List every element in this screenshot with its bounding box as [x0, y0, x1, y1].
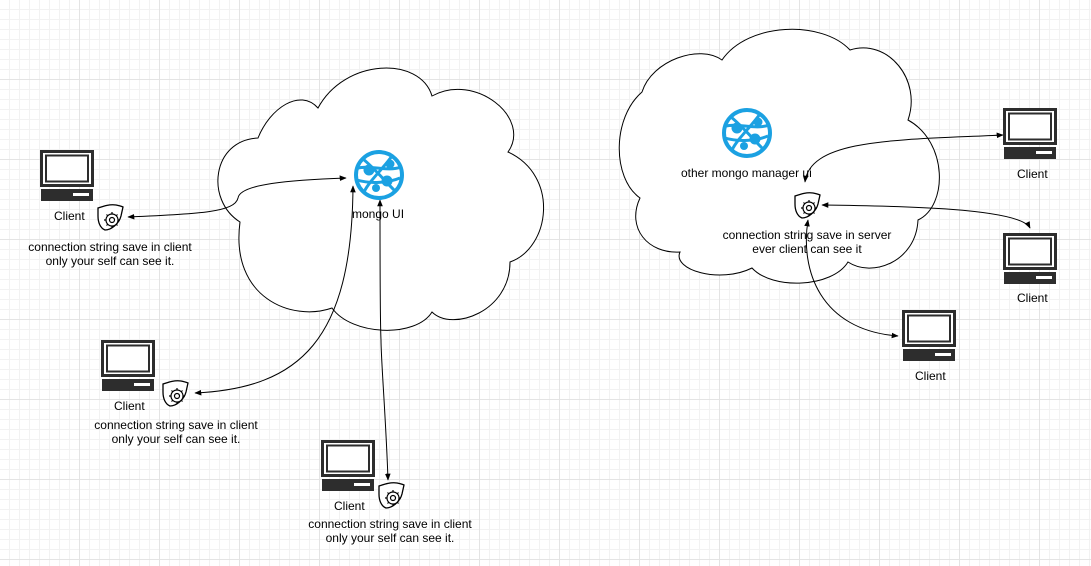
- server-note-line1: connection string save in server: [722, 228, 892, 242]
- edge-client2-mongo-ui: [194, 185, 356, 396]
- client-2-note-line2: only your self can see it.: [111, 432, 241, 446]
- client-2-label: Client: [114, 399, 145, 413]
- edge-client3-mongo-ui: [377, 199, 391, 481]
- other-manager-label: other mongo manager ui: [681, 166, 812, 180]
- client-2-note: connection string save in client only yo…: [82, 418, 270, 446]
- rclient-3-label: Client: [915, 369, 946, 383]
- client-3-config-icon: [378, 482, 405, 509]
- client-1-computer-icon: [40, 150, 94, 202]
- client-2-computer-icon: [101, 340, 155, 392]
- server-note-line2: ever client can see it: [752, 242, 862, 256]
- other-manager-globe-icon: [722, 108, 772, 158]
- rclient-2-label: Client: [1017, 291, 1048, 305]
- client-3-note-line2: only your self can see it.: [325, 531, 455, 545]
- client-1-config-icon: [97, 204, 124, 231]
- edge-rclient3-server: [804, 219, 899, 339]
- rclient-1-label: Client: [1017, 167, 1048, 181]
- client-3-computer-icon: [321, 440, 375, 492]
- rclient-2-computer-icon: [1003, 233, 1057, 285]
- client-1-note-line2: only your self can see it.: [45, 254, 175, 268]
- mongo-ui-label: mongo UI: [352, 207, 405, 221]
- rclient-3-computer-icon: [902, 310, 956, 362]
- client-3-note-line1: connection string save in client: [308, 517, 472, 531]
- rclient-1-computer-icon: [1003, 108, 1057, 160]
- client-2-config-icon: [162, 380, 189, 407]
- client-3-note: connection string save in client only yo…: [296, 517, 484, 545]
- edge-rclient2-server: [821, 202, 1031, 229]
- client-2-note-line1: connection string save in client: [94, 418, 258, 432]
- client-3-label: Client: [334, 499, 365, 513]
- edge-rclient1-server: [802, 132, 1004, 183]
- client-1-label: Client: [54, 209, 85, 223]
- server-note: connection string save in server ever cl…: [706, 228, 908, 256]
- mongo-ui-globe-icon: [354, 150, 404, 200]
- client-1-note: connection string save in client only yo…: [16, 240, 204, 268]
- client-1-note-line1: connection string save in client: [28, 240, 192, 254]
